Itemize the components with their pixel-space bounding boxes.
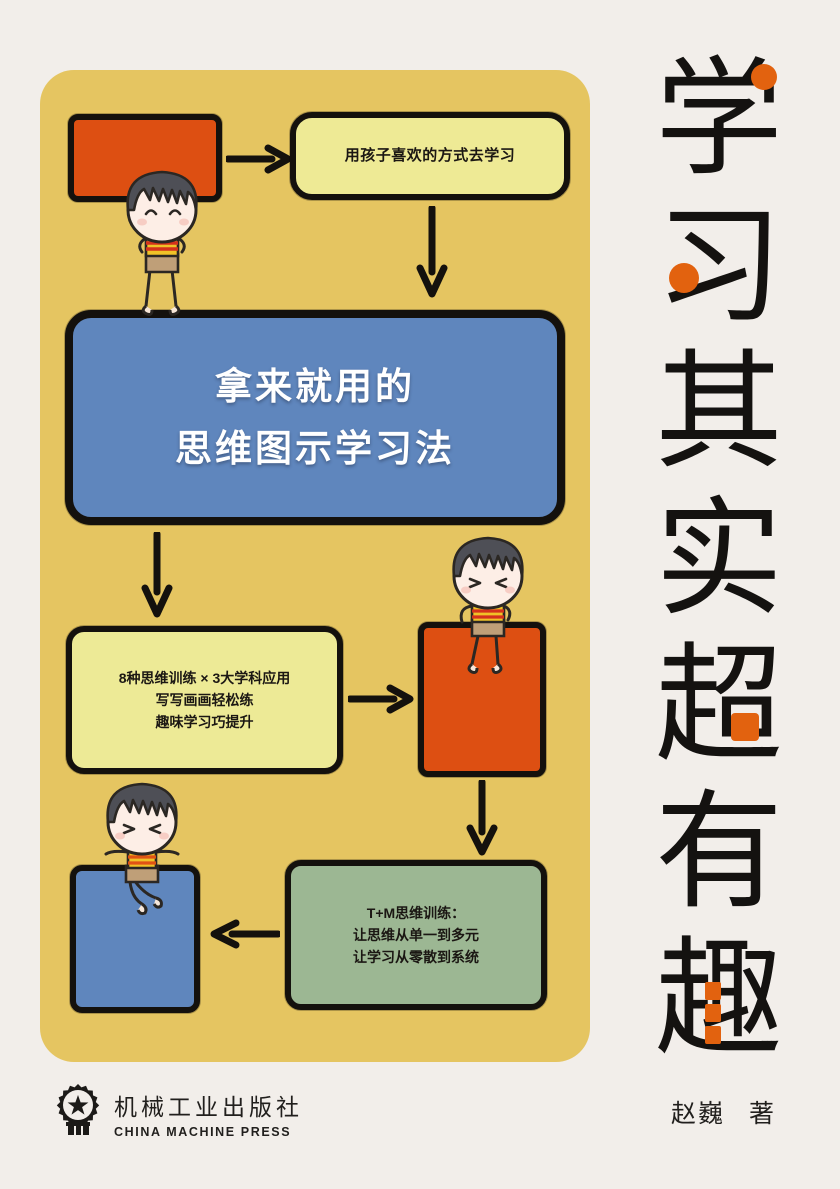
info-line-1: 8种思维训练 × 3大学科应用 (118, 669, 291, 686)
title-accent-bar-3 (704, 1025, 721, 1044)
flowchart-node-blue-bottom (70, 865, 200, 1013)
flowchart-node-green: T+M思维训练： 让思维从单一到多元 让学习从零散到系统 (285, 860, 547, 1010)
green-line-1: T+M思维训练： (366, 904, 466, 921)
arrow-right-top-icon (226, 144, 292, 174)
info-line-3: 趣味学习巧提升 (155, 714, 254, 731)
author-role: 著 (748, 1099, 776, 1128)
title-accent-bar-1 (704, 981, 721, 1000)
flowchart-node-title: 拿来就用的 思维图示学习法 (65, 310, 565, 525)
title-line-1: 拿来就用的 (215, 365, 415, 407)
author-name: 赵巍 (670, 1099, 725, 1128)
green-line-2: 让思维从单一到多元 (353, 926, 479, 943)
arrow-down-callout-icon (415, 206, 449, 298)
kid-bottom-left-illustration (86, 778, 198, 928)
title-char-4: 超 (654, 631, 783, 781)
publisher-gear-logo-icon (52, 1082, 104, 1145)
flowchart-node-info: 8种思维训练 × 3大学科应用 写写画画轻松练 趣味学习巧提升 (66, 626, 343, 774)
flowchart-node-orange-mid (418, 622, 546, 777)
title-accent-bar-2 (704, 1003, 721, 1022)
vertical-title: 学 习 其 实 超 有 趣 (624, 45, 814, 1063)
kid-top-left-illustration (106, 166, 218, 316)
arrow-down-title-icon (140, 532, 174, 618)
arrow-right-info-icon (348, 683, 414, 715)
title-accent-dot-1 (751, 64, 777, 90)
publisher-block: 机械工业出版社 CHINA MACHINE PRESS (52, 1082, 303, 1145)
arrow-left-green-icon (206, 918, 280, 950)
title-accent-square (731, 712, 759, 741)
title-char-5: 有 (654, 778, 783, 928)
title-accent-dot-2 (668, 262, 699, 293)
publisher-name-cn: 机械工业出版社 (114, 1095, 303, 1121)
title-char-3: 实 (654, 484, 783, 634)
title-line-2: 思维图示学习法 (175, 427, 455, 469)
title-char-6: 趣 (655, 935, 783, 1063)
callout-text: 用孩子喜欢的方式去学习 (344, 147, 516, 165)
green-line-3: 让学习从零散到系统 (353, 949, 479, 966)
kid-middle-right-illustration (432, 532, 544, 682)
author-block: 赵巍著 (671, 1094, 776, 1130)
flowchart-node-callout: 用孩子喜欢的方式去学习 (290, 112, 570, 200)
title-char-1: 习 (654, 191, 783, 341)
info-line-2: 写写画画轻松练 (155, 691, 254, 708)
flowchart-panel: 用孩子喜欢的方式去学习 拿来就用的 思维图示学习法 8种思维训练 × 3大学科应… (40, 70, 590, 1062)
arrow-down-orange-icon (465, 780, 499, 856)
title-char-2: 其 (654, 338, 783, 488)
title-char-0: 学 (654, 45, 783, 194)
publisher-name-en: CHINA MACHINE PRESS (114, 1125, 292, 1139)
